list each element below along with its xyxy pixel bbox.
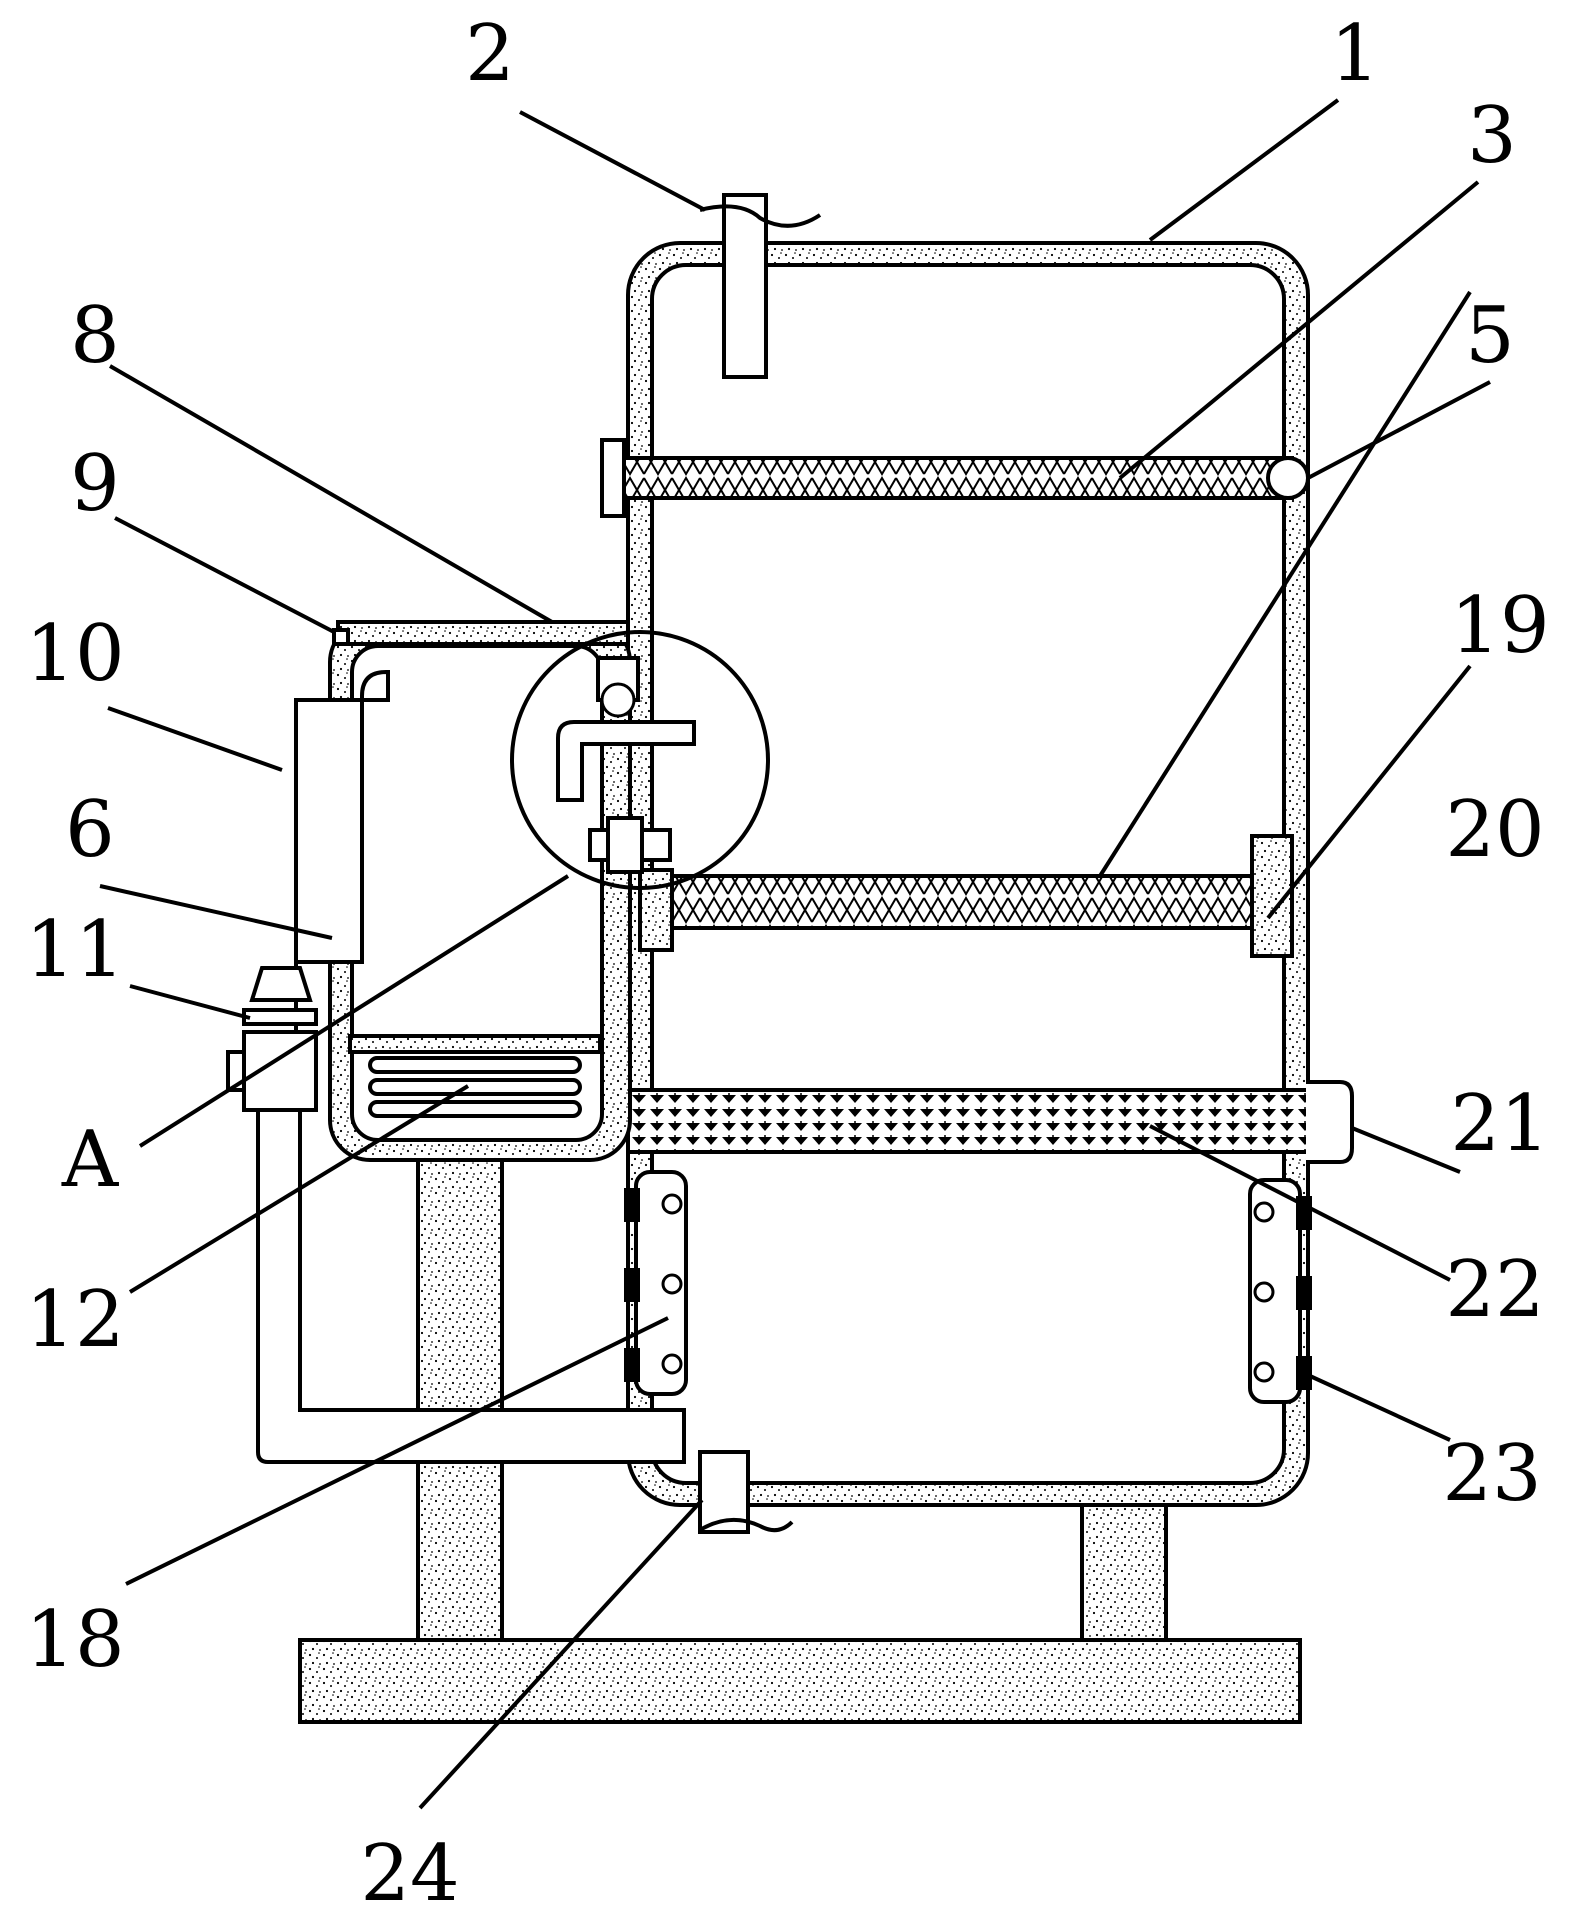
callouts: 2 1 3 8 5 9 10 19 6 20 11 A 21 12 22 23 …: [25, 9, 1549, 1919]
lid-hinge-9: [332, 628, 350, 646]
valve-assembly: [556, 656, 696, 874]
side-tank-lid: [336, 620, 630, 646]
callout-18: 19: [1450, 581, 1549, 671]
pump-11: [226, 966, 318, 1112]
callout-22: 23: [1442, 1429, 1541, 1519]
upper-screen-clip: [600, 438, 626, 518]
base-plate: [298, 1638, 1302, 1724]
callout-9: 9: [70, 439, 120, 529]
inlet-break: [699, 204, 822, 228]
callout-A: A: [61, 1115, 120, 1205]
callout-2: 2: [465, 9, 515, 99]
middle-filter-screen: [658, 874, 1262, 930]
right-leg: [1080, 1488, 1168, 1642]
callout-10: 10: [25, 609, 124, 699]
callout-11: 11: [25, 905, 124, 995]
callout-24: 24: [360, 1829, 459, 1919]
callout-21: 21: [1450, 1079, 1549, 1169]
circulation-pipe: [256, 670, 686, 1464]
left-mount-bracket: [638, 868, 674, 952]
detail-a-circle: [510, 630, 770, 890]
leader-lines: [99, 98, 1491, 1810]
carbon-layer: [626, 1088, 1310, 1154]
inlet-pipe: [722, 193, 768, 379]
upper-filter-screen: [620, 456, 1294, 500]
left-hinge-23: [624, 1170, 688, 1396]
callout-19: 20: [1445, 785, 1544, 875]
screen-pivot-5: [1266, 456, 1310, 500]
right-hinge-22: [1248, 1178, 1312, 1404]
outlet-break: [698, 1517, 794, 1533]
callout-3: 3: [1467, 91, 1517, 181]
callout-8: 8: [70, 291, 120, 381]
left-leg: [416, 1153, 504, 1642]
callout-23: 18: [25, 1595, 124, 1685]
callout-5: 5: [1465, 291, 1515, 381]
callout-1: 1: [1330, 9, 1380, 99]
callout-6: 6: [65, 785, 115, 875]
right-mount-bracket-19: [1250, 834, 1294, 958]
carbon-handle-21: [1306, 1080, 1354, 1164]
callout-20: 22: [1445, 1245, 1544, 1335]
callout-12: 12: [25, 1275, 124, 1365]
